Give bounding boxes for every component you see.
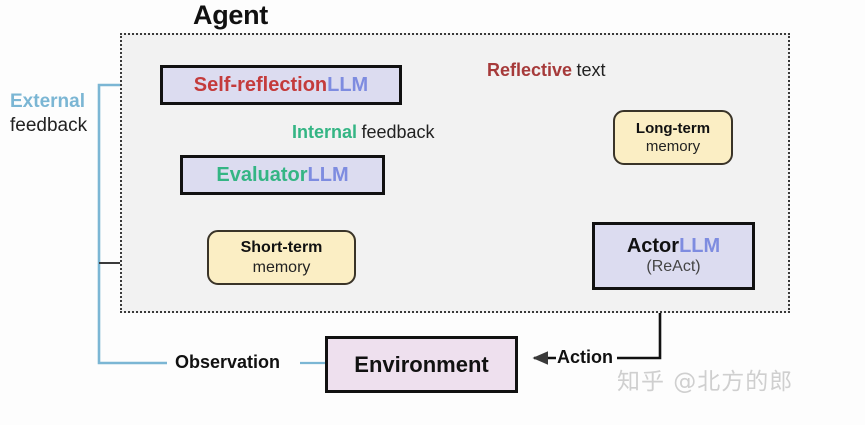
node-short-term-primary: Short-term [240,239,323,257]
label-reflective-text-rest: text [576,60,606,80]
node-evaluator-primary: Evaluator [216,163,308,186]
node-evaluator-text: EvaluatorLLM [216,164,348,187]
node-actor-sub: (ReAct) [646,258,701,276]
node-long-term-primary: Long-term [635,119,711,137]
node-self-reflection-text: Self-reflectionLLM [194,74,368,97]
label-internal-feedback-emphasis: Internal [292,122,358,142]
node-environment-primary: Environment [354,351,489,377]
label-observation: Observation [175,352,281,372]
node-long-term-secondary: memory [645,137,701,155]
label-internal-feedback-rest: feedback [361,122,435,142]
node-self-reflection-secondary: LLM [327,73,369,96]
node-actor-secondary: LLM [679,235,721,258]
label-reflective-text-emphasis: Reflective [487,60,573,80]
node-long-term-memory[interactable]: Long-term memory [613,110,733,165]
node-actor-title-line: ActorLLM [627,235,720,258]
watermark: 知乎 @北方的郎 [617,369,794,395]
node-short-term-secondary: memory [252,258,311,276]
node-evaluator-secondary: LLM [307,163,349,186]
node-actor-primary: Actor [626,235,680,258]
label-reflective-text: Reflective text [487,60,606,81]
label-external-feedback-emphasis: External [10,91,85,112]
label-action: Action [557,347,613,367]
agent-title: Agent [193,0,268,30]
node-environment[interactable]: Environment [325,336,518,393]
node-self-reflection-primary: Self-reflection [193,73,328,96]
node-self-reflection-llm[interactable]: Self-reflectionLLM [160,65,402,105]
label-external-feedback-rest: feedback [10,114,88,136]
node-evaluator-llm[interactable]: EvaluatorLLM [180,155,385,195]
node-short-term-memory[interactable]: Short-term memory [207,230,356,285]
label-internal-feedback: Internal feedback [292,122,435,143]
node-actor-llm[interactable]: ActorLLM (ReAct) [592,222,755,290]
label-external-feedback: External feedback [10,90,87,138]
